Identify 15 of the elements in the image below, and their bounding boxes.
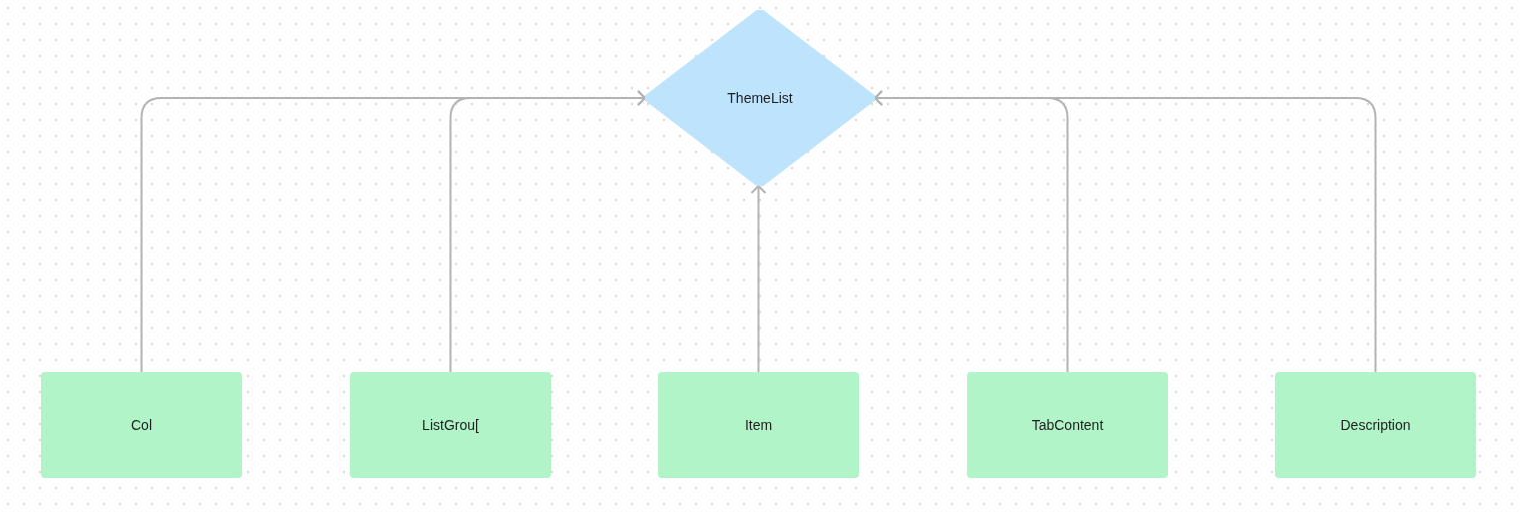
process-box: [658, 372, 859, 478]
process-box: [967, 372, 1168, 478]
node-label: Item: [744, 417, 773, 433]
node-label: ThemeList: [727, 90, 793, 106]
process-box: [41, 372, 242, 478]
node-label: Description: [1340, 417, 1411, 433]
node-label: Col: [131, 417, 152, 433]
node-label: TabContent: [1031, 417, 1104, 433]
process-box: [1275, 372, 1476, 478]
decision-diamond: [645, 10, 875, 186]
process-box: [350, 372, 551, 478]
arrow: [874, 90, 1377, 373]
node-label: ListGrou[: [422, 417, 479, 433]
arrow: [449, 90, 646, 373]
arrow: [750, 185, 767, 373]
